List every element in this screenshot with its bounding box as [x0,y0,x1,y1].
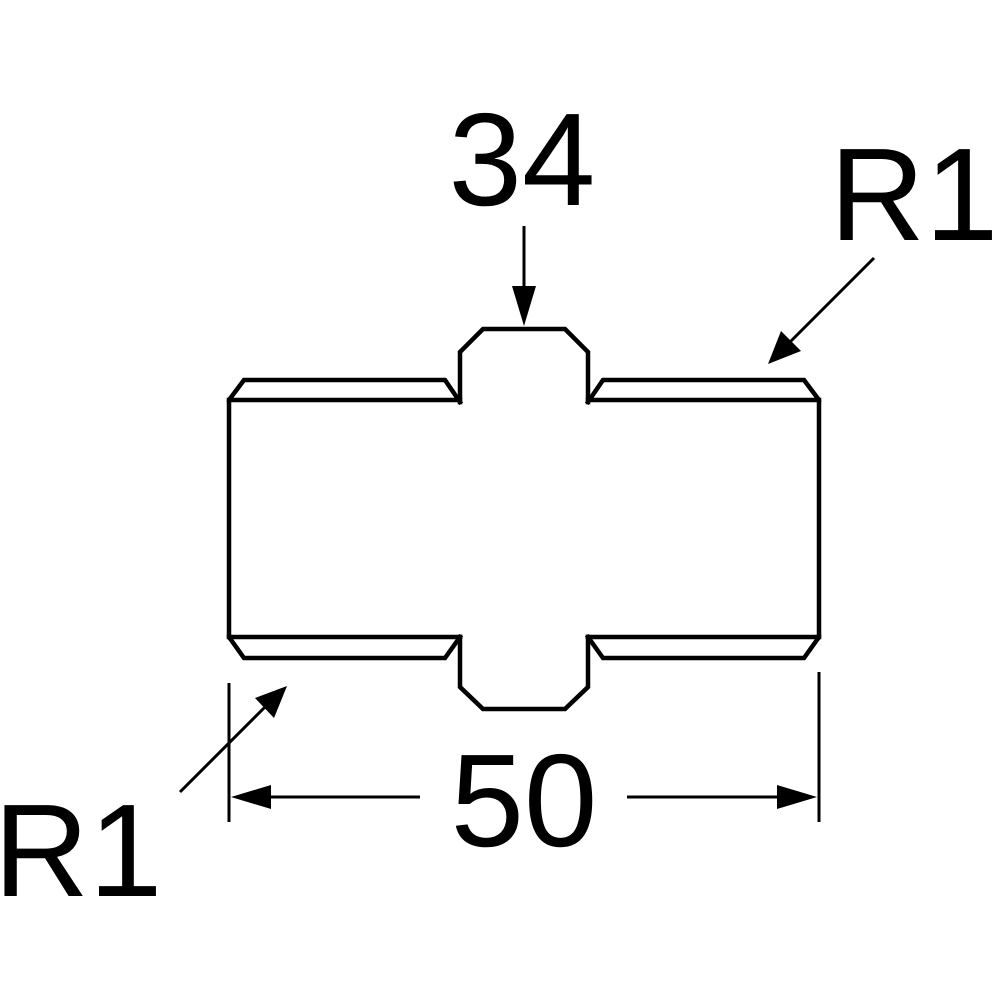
fitting-body [226,326,822,712]
hex-section [457,326,591,712]
right-thread-end [584,377,822,661]
left-thread-arrowhead [255,686,287,718]
left-thread-callout: R1 [0,686,287,924]
right-thread-arrowhead [768,331,801,364]
left-thread-end [226,377,464,661]
hex-dimension-arrowhead [512,286,536,326]
length-arrowhead-right [777,785,817,809]
right-thread-leader [788,256,876,344]
left-thread-leader [178,705,267,794]
length-arrowhead-left [231,785,271,809]
hex-dimension: 34 [449,86,596,326]
length-dimension: 50 [227,672,821,874]
length-dimension-label: 50 [451,727,598,874]
right-thread-callout: R1 [768,121,998,364]
right-thread-label: R1 [830,121,999,268]
hex-dimension-label: 34 [449,86,596,233]
left-thread-label: R1 [0,777,162,924]
